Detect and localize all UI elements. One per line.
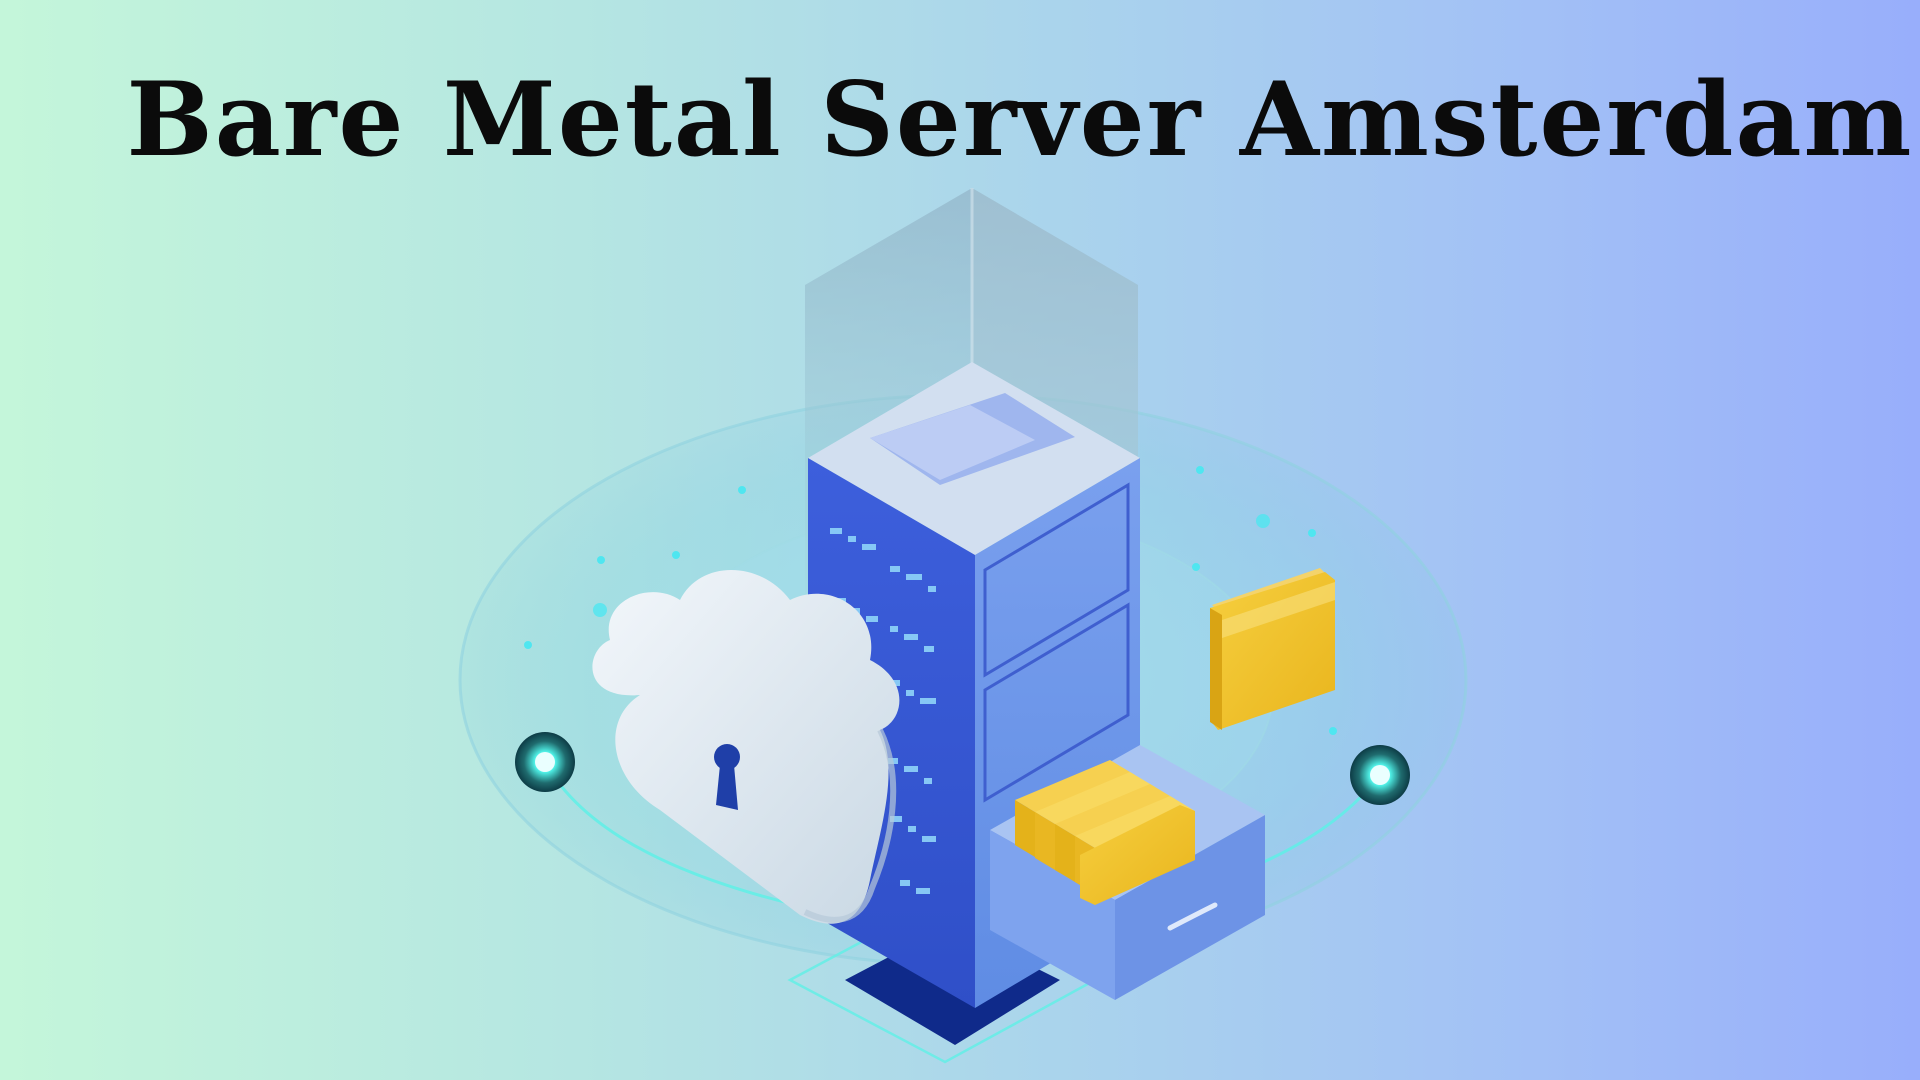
network-node-icon — [1350, 745, 1410, 805]
folder-stack — [1015, 760, 1195, 905]
network-node-icon — [515, 732, 575, 792]
page-title: Bare Metal Server Amsterdam — [126, 60, 1914, 180]
keyhole-icon — [714, 744, 740, 810]
cloud-lock-icon — [592, 570, 900, 924]
file-drawer-icon — [990, 745, 1265, 1000]
folder-icon — [1210, 568, 1335, 730]
